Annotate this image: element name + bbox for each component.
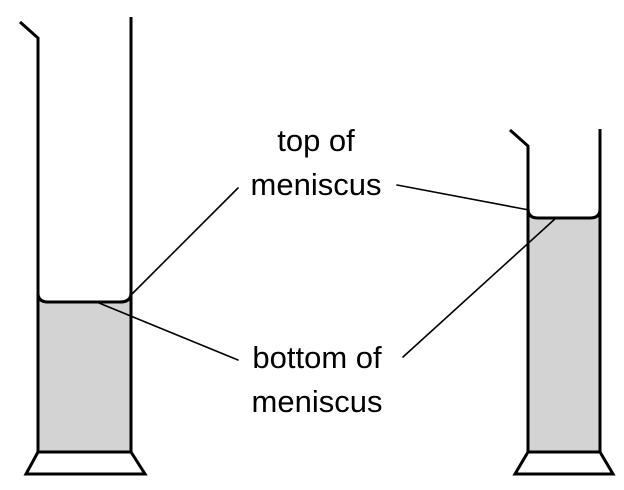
right-cylinder-liquid	[528, 209, 600, 452]
label-bottom-meniscus: meniscus	[252, 384, 383, 419]
leader-top-right	[396, 184, 530, 211]
label-top-of: top of	[277, 123, 355, 158]
right-cylinder-wall	[509, 128, 530, 452]
left-cylinder-liquid	[38, 293, 131, 452]
label-bottom-of: bottom of	[252, 340, 382, 375]
right-cylinder-meniscus	[526, 208, 602, 220]
label-top-meniscus: meniscus	[251, 167, 382, 202]
right-cylinder-base	[512, 450, 616, 476]
leader-bottom-left	[98, 302, 239, 361]
left-cylinder-base	[23, 450, 148, 476]
left-cylinder-wall	[19, 20, 40, 452]
leader-bottom-right	[402, 217, 557, 358]
leader-top-left	[130, 187, 239, 296]
right-cylinder	[509, 128, 616, 476]
left-cylinder-meniscus	[36, 292, 133, 304]
left-cylinder	[19, 17, 148, 476]
